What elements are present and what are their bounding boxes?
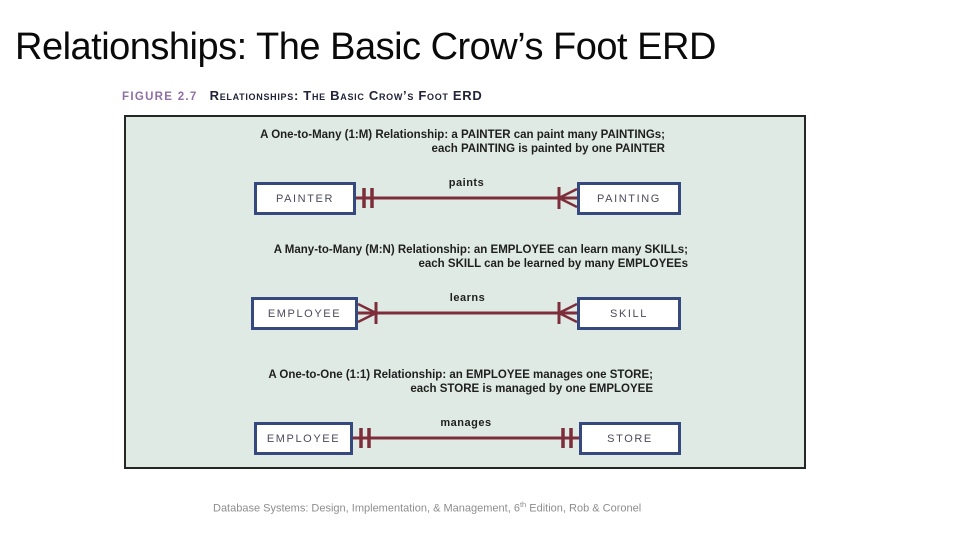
crow-foot-many-symbol xyxy=(557,187,577,209)
description-line: each PAINTING is painted by one PAINTER xyxy=(431,143,665,155)
entity-employee-2: EMPLOYEE xyxy=(254,422,353,455)
entity-label: EMPLOYEE xyxy=(267,307,342,320)
entity-label: PAINTING xyxy=(597,192,661,205)
entity-label: SKILL xyxy=(610,307,648,320)
description-line: each STORE is managed by one EMPLOYEE xyxy=(410,383,653,395)
figure-number-label: FIGURE 2.7 xyxy=(122,91,198,103)
entity-painting: PAINTING xyxy=(577,182,681,215)
crow-foot-many-symbol xyxy=(557,302,577,324)
entity-label: EMPLOYEE xyxy=(266,432,341,445)
entity-skill: SKILL xyxy=(577,297,681,330)
description-line: A One-to-Many (1:M) Relationship: a PAIN… xyxy=(260,129,665,141)
footer-credit: Database Systems: Design, Implementation… xyxy=(213,500,641,515)
description-line: A Many-to-Many (M:N) Relationship: an EM… xyxy=(273,244,688,256)
connector-paints: paints xyxy=(356,176,577,220)
footer-text: Edition, Rob & Coronel xyxy=(526,502,642,515)
cardinality-one-symbol xyxy=(359,428,371,448)
description-line: A One-to-One (1:1) Relationship: an EMPL… xyxy=(268,369,653,381)
relationship-label: manages xyxy=(440,417,492,429)
relationship-label: learns xyxy=(449,292,486,304)
page-title: Relationships: The Basic Crow’s Foot ERD xyxy=(15,26,716,68)
description-one-to-many: A One-to-Many (1:M) Relationship: a PAIN… xyxy=(260,128,665,156)
connector-learns: learns xyxy=(358,291,577,335)
description-line: each SKILL can be learned by many EMPLOY… xyxy=(418,258,689,270)
footer-text: Database Systems: Design, Implementation… xyxy=(213,502,520,515)
connector-manages: manages xyxy=(353,416,579,460)
entity-employee: EMPLOYEE xyxy=(251,297,358,330)
entity-painter: PAINTER xyxy=(254,182,356,215)
figure-caption: FIGURE 2.7 Relationships: The Basic Crow’… xyxy=(122,87,482,105)
cardinality-one-symbol xyxy=(561,428,573,448)
footer-superscript: th xyxy=(519,500,527,509)
cardinality-one-symbol xyxy=(362,188,374,208)
figure-panel: A One-to-Many (1:M) Relationship: a PAIN… xyxy=(124,115,806,469)
entity-store: STORE xyxy=(579,422,681,455)
description-one-to-one: A One-to-One (1:1) Relationship: an EMPL… xyxy=(268,368,653,396)
crow-foot-many-symbol xyxy=(358,302,378,324)
entity-label: PAINTER xyxy=(275,192,335,205)
relationship-label: paints xyxy=(448,177,485,189)
entity-label: STORE xyxy=(607,432,653,445)
figure-title: Relationships: The Basic Crow’s Foot ERD xyxy=(209,88,483,103)
description-many-to-many: A Many-to-Many (M:N) Relationship: an EM… xyxy=(274,243,688,271)
